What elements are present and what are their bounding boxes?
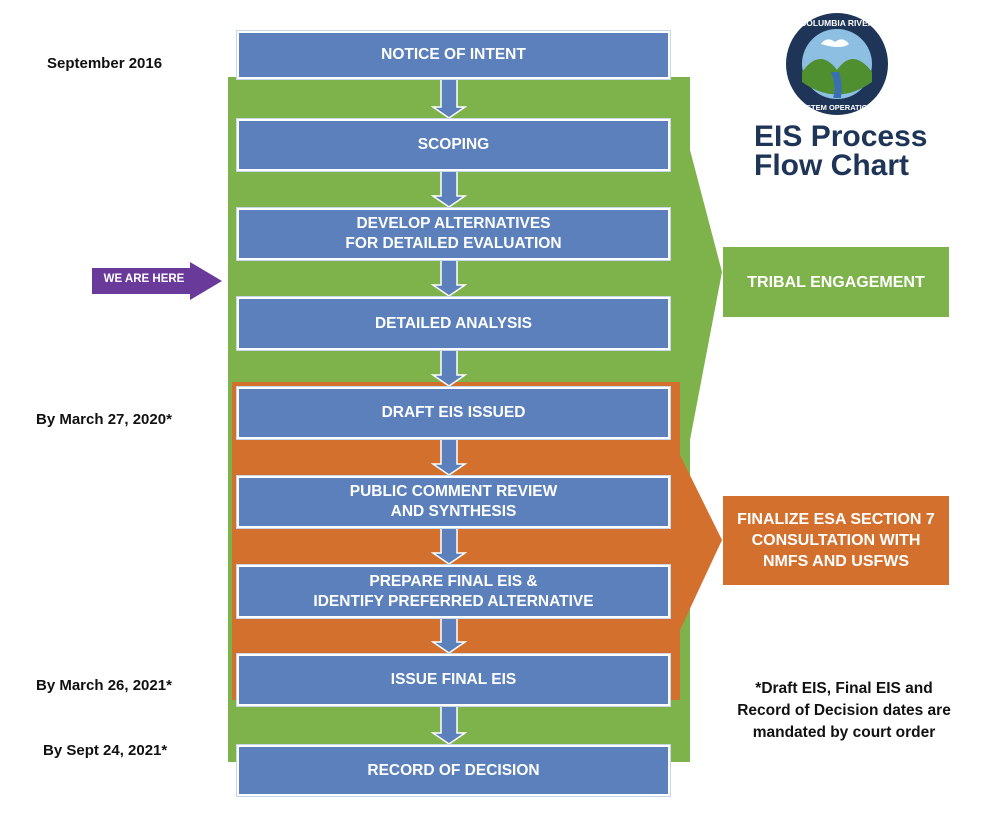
- down-arrow-icon: [430, 438, 468, 476]
- esa-consultation-band: [232, 382, 722, 700]
- down-arrow-icon: [430, 527, 468, 565]
- step-scoping: SCOPING: [237, 119, 670, 171]
- date-record: By Sept 24, 2021*: [43, 742, 168, 759]
- date-final: By March 26, 2021*: [36, 677, 172, 694]
- title-line-1: EIS Process: [754, 120, 928, 153]
- page-title: EIS Process Flow Chart: [754, 120, 928, 182]
- tribal-engagement-box: TRIBAL ENGAGEMENT: [723, 247, 949, 317]
- down-arrow-icon: [430, 259, 468, 297]
- down-arrow-icon: [430, 170, 468, 208]
- step-public-comment-review: PUBLIC COMMENT REVIEW AND SYNTHESIS: [237, 476, 670, 528]
- down-arrow-icon: [430, 78, 468, 119]
- down-arrow-icon: [430, 349, 468, 387]
- step-issue-final-eis: ISSUE FINAL EIS: [237, 654, 670, 706]
- step-detailed-analysis: DETAILED ANALYSIS: [237, 297, 670, 350]
- esa-consultation-box: FINALIZE ESA SECTION 7 CONSULTATION WITH…: [723, 496, 949, 585]
- logo-text-top: COLUMBIA RIVER: [800, 18, 874, 28]
- logo-text-bottom: SYSTEM OPERATIONS: [796, 103, 878, 112]
- we-are-here-label: WE ARE HERE: [103, 273, 185, 285]
- step-record-of-decision: RECORD OF DECISION: [237, 745, 670, 796]
- title-line-2: Flow Chart: [754, 149, 909, 182]
- step-develop-alternatives: DEVELOP ALTERNATIVES FOR DETAILED EVALUA…: [237, 208, 670, 260]
- down-arrow-icon: [430, 617, 468, 654]
- flow-arrows: [430, 78, 468, 745]
- date-draft: By March 27, 2020*: [36, 411, 172, 428]
- we-are-here-arrow: [92, 262, 222, 300]
- step-draft-eis-issued: DRAFT EIS ISSUED: [237, 387, 670, 439]
- date-notice: September 2016: [47, 55, 163, 72]
- court-order-footnote: *Draft EIS, Final EIS and Record of Deci…: [737, 680, 951, 741]
- columbia-river-logo: COLUMBIA RIVER SYSTEM OPERATIONS: [786, 13, 888, 115]
- step-prepare-final-eis: PREPARE FINAL EIS & IDENTIFY PREFERRED A…: [237, 565, 670, 618]
- down-arrow-icon: [430, 705, 468, 745]
- step-notice-of-intent: NOTICE OF INTENT: [237, 31, 670, 79]
